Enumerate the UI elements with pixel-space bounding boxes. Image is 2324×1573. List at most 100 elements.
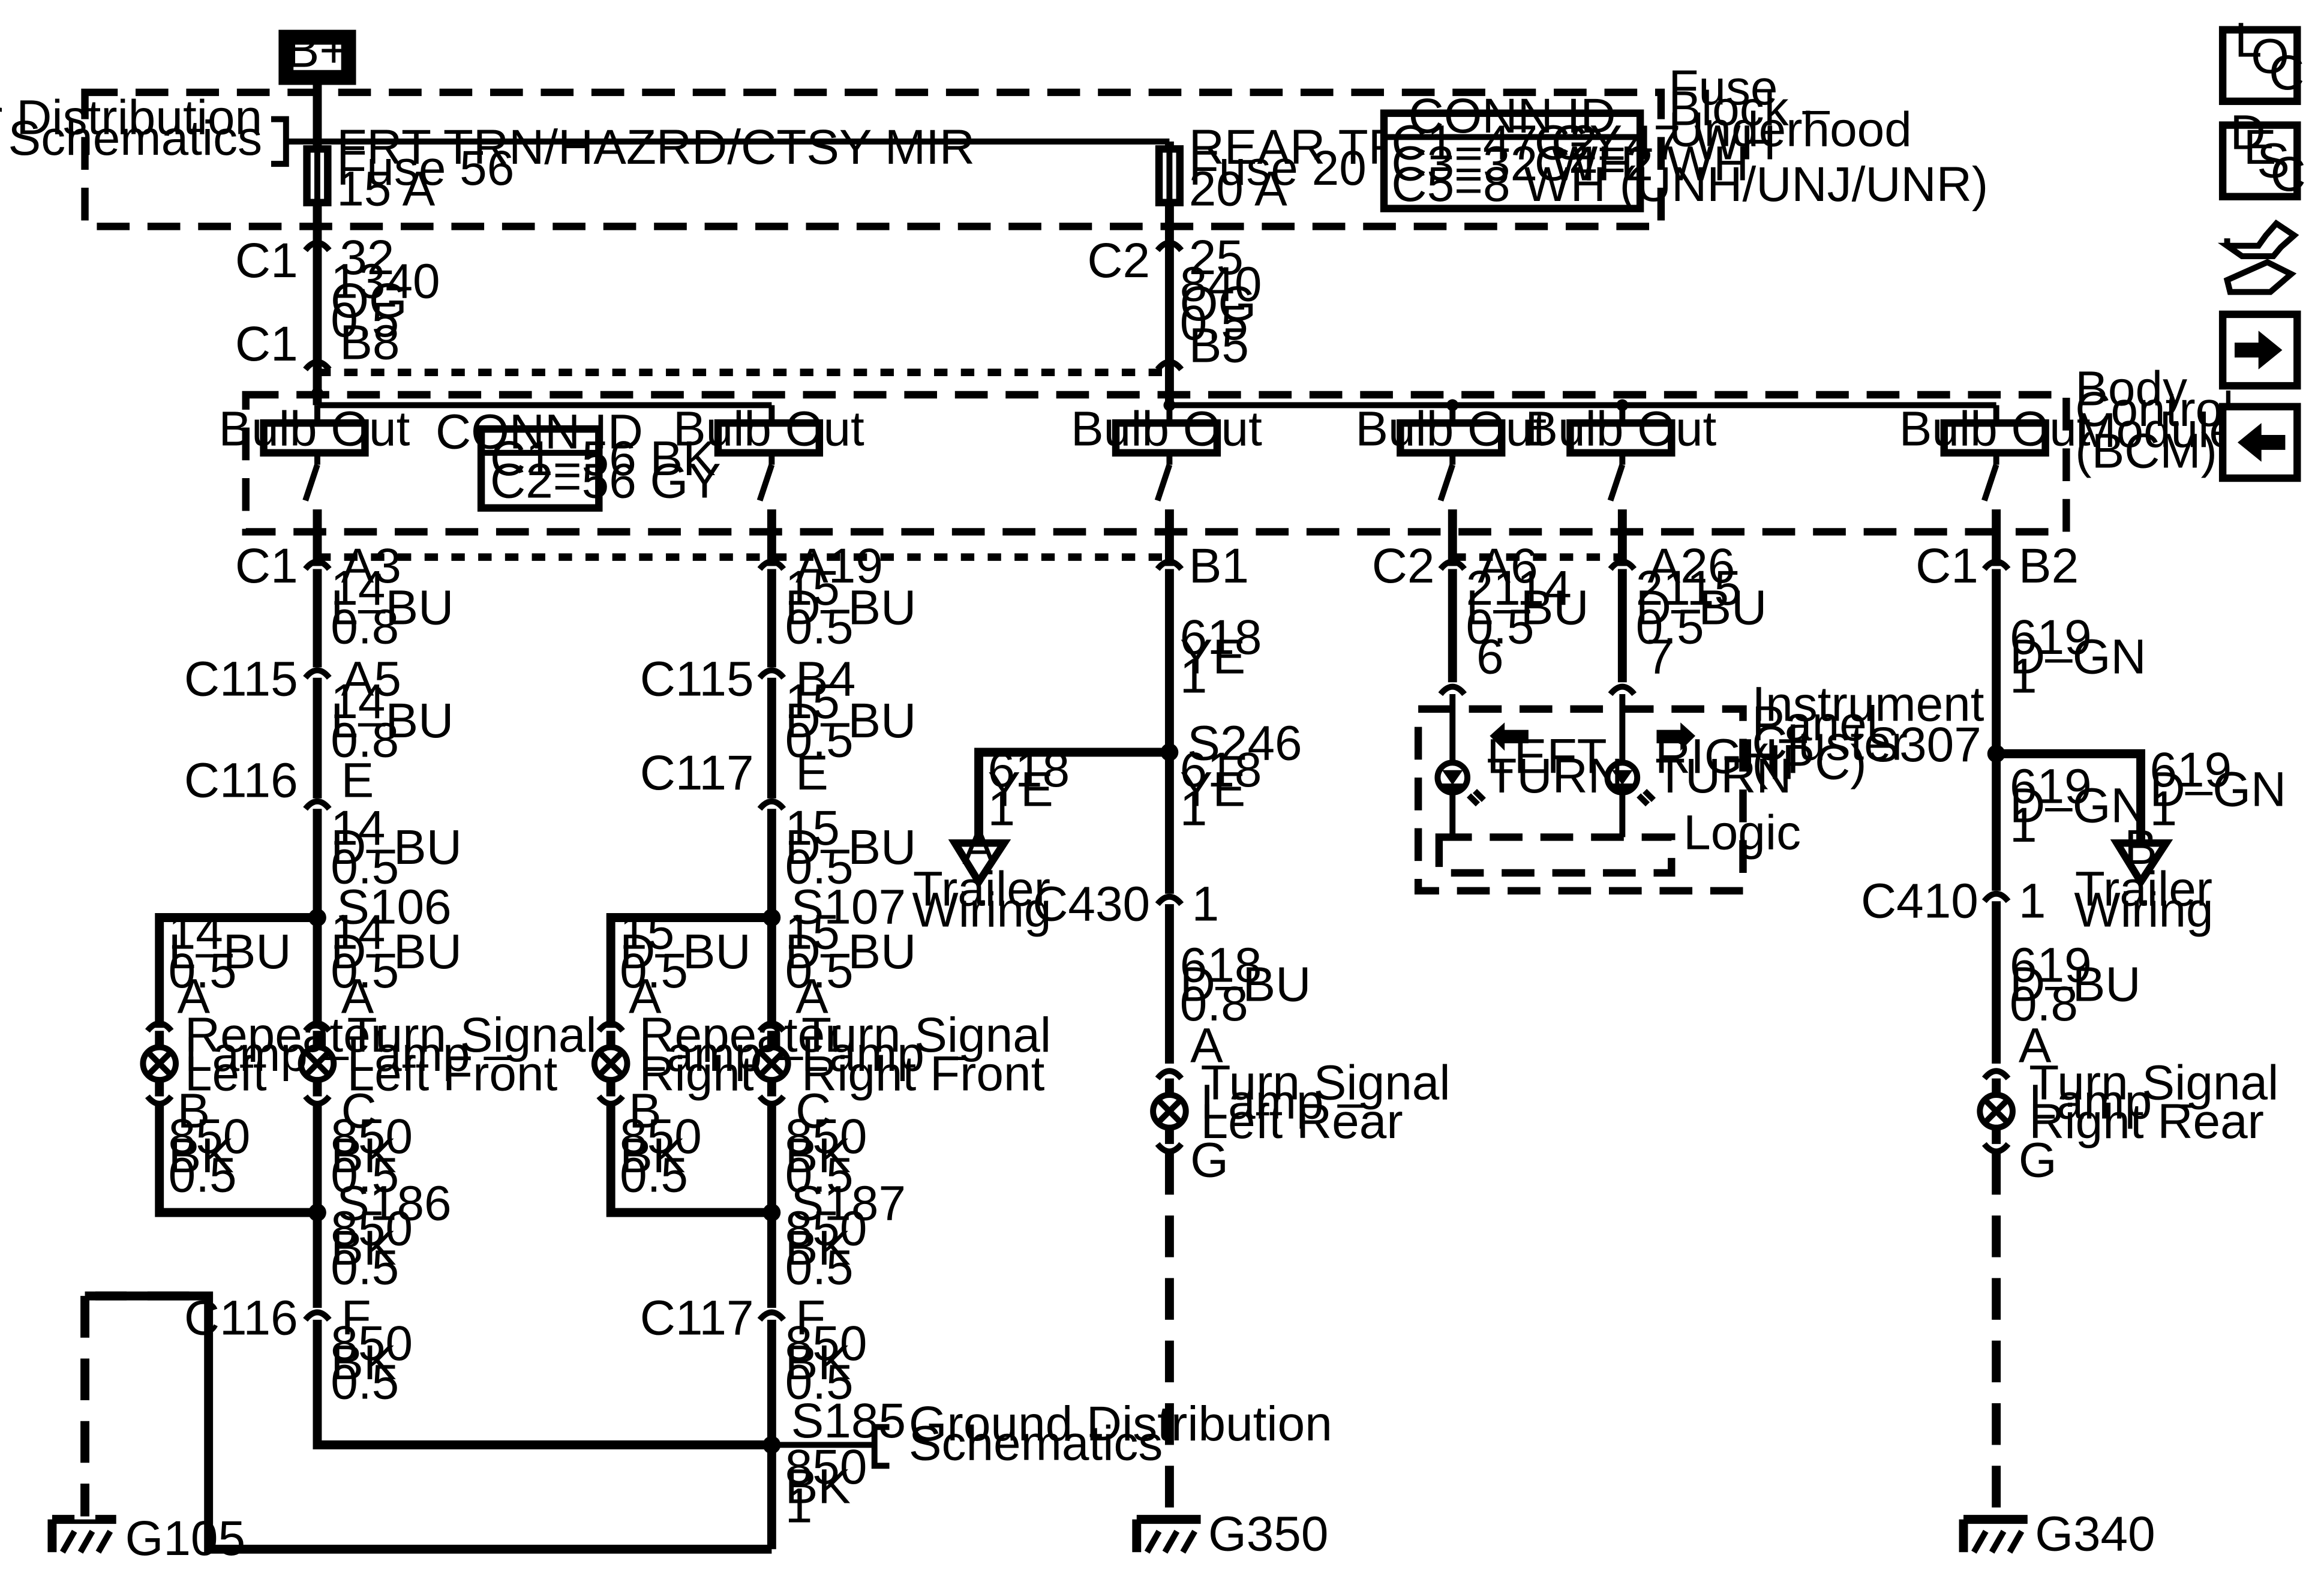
- diagram-label: G: [2019, 1133, 2057, 1188]
- diagram-label: 850: [331, 1109, 413, 1164]
- back-arrow-button[interactable]: [2218, 403, 2301, 482]
- connector-end-view-icon[interactable]: [2217, 219, 2299, 295]
- diagram-label: CONN ID: [1409, 89, 1616, 143]
- diagram-label: FRT TRN/HAZRD/CTSY MIR: [337, 120, 975, 175]
- diagram-label: C: [795, 1084, 831, 1139]
- diagram-label: C: [2269, 46, 2304, 100]
- diagram-label: C: [2271, 147, 2306, 202]
- diagram-label: 0.8: [331, 600, 399, 655]
- ground-distribution-reference[interactable]: Ground Distribution Schematics: [771, 1397, 1332, 1470]
- desc-button[interactable]: D E S C: [2218, 105, 2306, 202]
- diagram-label: 0.5: [331, 1355, 399, 1410]
- bulb-out-1: Bulb Out: [219, 401, 410, 502]
- diagram-label: 0.5: [785, 1355, 854, 1410]
- diagram-label: 850: [785, 1316, 867, 1371]
- diagram-label: L–BU: [331, 580, 454, 635]
- diagram-label: Control: [2075, 382, 2233, 437]
- diagram-label: D–BU: [620, 924, 751, 979]
- diagram-label: Trailer: [2075, 862, 2212, 917]
- diagram-label: Lamp –: [801, 1027, 966, 1082]
- diagram-label: 14: [331, 801, 385, 855]
- diagram-label: (BCM): [2075, 424, 2217, 479]
- diagram-label: A6: [1478, 539, 1538, 593]
- diagram-label: (IPC): [1752, 736, 1866, 790]
- diagram-label: 0.5: [169, 944, 237, 998]
- diagram-label: F: [341, 1291, 371, 1346]
- diagram-label: C1=47 GY: [1391, 116, 1622, 170]
- diagram-label: S187: [791, 1176, 906, 1231]
- diagram-label: S: [2257, 133, 2290, 188]
- column-4-5-ipc: C2 A6 2114 L–BU 0.5 6 A26 2115 D–BU 0.5 …: [1372, 539, 1984, 895]
- diagram-label: BK: [169, 1128, 234, 1183]
- diagram-label: 0.5: [785, 1148, 854, 1202]
- diagram-label: 0.5: [1636, 600, 1704, 655]
- bulb-out-6: Bulb Out: [1899, 401, 2091, 502]
- diagram-label: OG: [331, 274, 407, 328]
- diagram-label: 0.5: [331, 839, 399, 894]
- diagram-label: G105: [125, 1511, 245, 1566]
- diagram-label: D–BU: [331, 820, 462, 875]
- diagram-label: C1=56 BK: [490, 431, 716, 486]
- diagram-label: 2114: [1466, 561, 1572, 616]
- diagram-label: 0.8: [1180, 977, 1248, 1031]
- diagram-label: OG: [1180, 277, 1256, 331]
- diagram-label: Ground Distribution: [909, 1397, 1332, 1451]
- diagram-label: 2115: [1636, 561, 1742, 616]
- fuse-56: FRT TRN/HAZRD/CTSY MIR Fuse 56 15 A: [303, 120, 975, 217]
- diagram-label: 1: [2019, 874, 2046, 929]
- next-arrow-button[interactable]: [2218, 310, 2301, 390]
- diagram-label: 850: [785, 1440, 867, 1494]
- diagram-label: 0.5: [331, 1240, 399, 1295]
- diagram-label: 0.8: [2010, 977, 2078, 1031]
- diagram-label: B2: [2019, 539, 2079, 593]
- diagram-label: D–BU: [2010, 957, 2141, 1012]
- diagram-label: 15 A: [337, 162, 435, 217]
- diagram-label: 850: [331, 1316, 413, 1371]
- diagram-label: 850: [331, 1202, 413, 1256]
- power-distribution-reference[interactable]: Power Distribution Schematics: [0, 90, 317, 167]
- diagram-label: Turn Signal: [2029, 1055, 2278, 1110]
- diagram-label: Left: [185, 1047, 267, 1101]
- ground-g340: G340: [2035, 1507, 2155, 1562]
- diagram-label: 25: [1189, 230, 1244, 285]
- diagram-label: 1: [2010, 649, 2037, 704]
- diagram-label: B8: [340, 315, 400, 370]
- diagram-label: Body: [2075, 361, 2187, 416]
- diagram-label: Module: [2075, 403, 2236, 458]
- diagram-label: Right: [639, 1047, 754, 1101]
- diagram-label: Bulb Out: [1525, 401, 1716, 456]
- diagram-label: C: [341, 1084, 377, 1139]
- diagram-label: 15: [785, 674, 840, 729]
- diagram-label: D–GN: [2149, 762, 2286, 816]
- diagram-label: 15: [785, 801, 840, 855]
- diagram-label: D–BU: [785, 694, 917, 748]
- diagram-label: 850: [785, 1202, 867, 1256]
- diagram-label: 0.5: [620, 1148, 688, 1202]
- diagram-label: Instrument: [1752, 677, 1984, 732]
- diagram-label: Underhood: [1668, 102, 1911, 157]
- diagram-label: Schematics: [8, 111, 263, 166]
- diagram-label: Panel: [1752, 697, 1878, 751]
- diagram-label: Fuse: [1668, 61, 1777, 115]
- diagram-label: S307: [1866, 718, 1981, 772]
- diagram-label: 0.5: [785, 839, 854, 894]
- diagram-label: 15: [785, 905, 840, 960]
- body-control-module: [242, 391, 2070, 536]
- loc-button[interactable]: L O C: [2218, 13, 2304, 106]
- diagram-label: B1: [1189, 539, 1249, 593]
- diagram-label: B: [178, 1084, 211, 1139]
- diagram-label: E: [795, 746, 828, 800]
- diagram-label: TURN: [1655, 749, 1792, 803]
- feed-right-labels: C2 25 840 OG 0.5 B5: [1087, 230, 1262, 373]
- diagram-label: 32: [340, 230, 394, 285]
- diagram-label: B4: [795, 652, 855, 707]
- diagram-label: TURN: [1487, 749, 1623, 803]
- diagram-label: 619: [2010, 759, 2092, 813]
- ipc-logic-label: Logic: [1683, 805, 1801, 860]
- diagram-label: A19: [795, 539, 883, 593]
- diagram-label: Left Rear: [1201, 1094, 1403, 1149]
- diagram-label: L–BU: [331, 694, 454, 748]
- diagram-label: 14: [331, 674, 385, 729]
- diagram-label: C117: [640, 1291, 754, 1346]
- diagram-label: D–GN: [2010, 629, 2146, 684]
